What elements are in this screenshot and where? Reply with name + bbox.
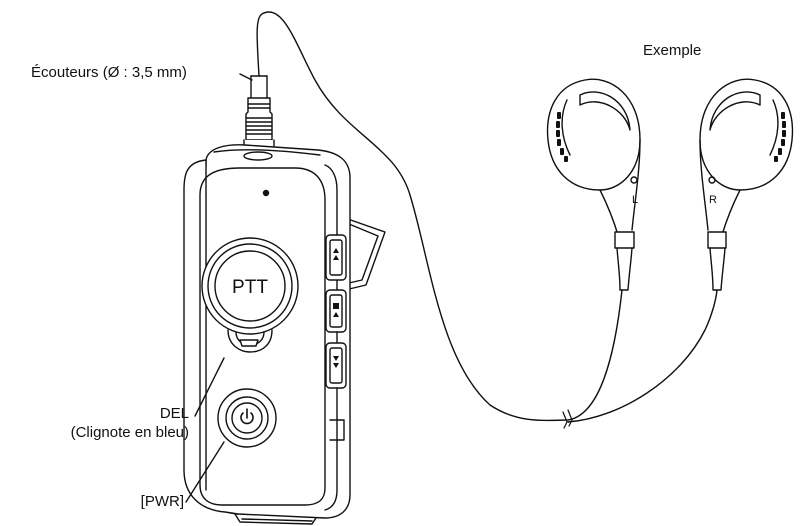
side-buttons <box>325 234 347 441</box>
power-icon <box>240 408 254 425</box>
left-earbud-marker: L <box>632 194 638 206</box>
ptt-button <box>201 237 299 353</box>
audio-jack-plug <box>243 75 275 153</box>
power-button <box>217 388 277 448</box>
double-up-arrow-icon <box>333 248 339 260</box>
ptt-label: PTT <box>232 277 268 298</box>
earphone-leader-line <box>239 73 253 81</box>
earbud-right <box>699 78 794 291</box>
example-caption: Exemple <box>643 42 702 59</box>
double-down-arrow-icon <box>333 356 339 368</box>
led-leader-line <box>194 357 225 417</box>
power-callout: [PWR] <box>140 493 184 510</box>
led-callout: DEL <box>159 405 189 422</box>
right-earbud-marker: R <box>709 194 717 206</box>
earphone-cable-branch <box>567 289 718 423</box>
earbud-left <box>546 78 641 291</box>
earphones-callout: Écouteurs (Ø : 3,5 mm) <box>31 64 187 81</box>
square-arrow-icon <box>333 303 339 317</box>
pwr-leader-line <box>185 441 225 503</box>
led-callout-note: (Clignote en bleu) <box>70 424 189 441</box>
belt-clip <box>344 217 386 291</box>
earphone-cable <box>256 11 623 422</box>
